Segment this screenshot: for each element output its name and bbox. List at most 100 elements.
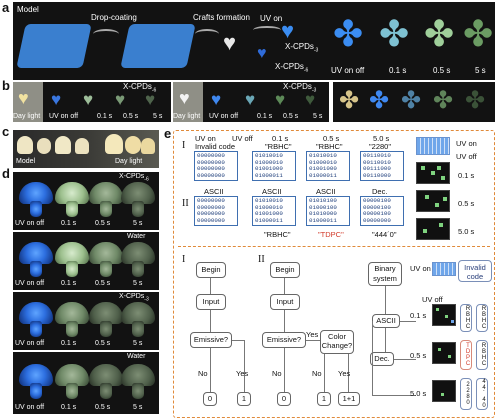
clover-0-5-b3-icon: ✤: [433, 87, 454, 114]
panel-d-row-2: Water UV on off 0.1 s 0.5 s 5 s: [13, 232, 159, 290]
flow-roman-1: I: [182, 254, 186, 265]
tree-invalid-code: Invalid code: [458, 260, 492, 282]
figure-3-icon: [55, 136, 71, 154]
heart-0-5-b1-icon: ♥: [115, 90, 126, 109]
flow2-yes-1: Yes: [306, 330, 319, 339]
tree-rbhc-col-3: RBHC: [476, 340, 488, 370]
panel-a-image: Model Drop-coating Crafts formation ♥ UV…: [13, 2, 495, 80]
flow1-emissive: Emissive?: [190, 332, 232, 348]
white-heart-icon: ♥: [223, 30, 237, 55]
head-uv-off: UV off: [232, 134, 253, 143]
panel-b-right: ✤ ✤ ✤ ✤ ✤: [333, 82, 495, 122]
head-rbhc-2: "RBHC": [316, 142, 343, 151]
time-5-label-b2: 5 s: [313, 113, 323, 120]
panel-b-left: ♥ ♥ ♥ ♥ ♥ X-CPDs-6 Day light UV on off 0…: [13, 82, 171, 122]
bin-box-r2-c1: 00000000 00000000 00000000 00000000: [194, 196, 238, 226]
panel-d-row-3: X-CPDs-3 UV on off 0.1 s 0.5 s 5 s: [13, 292, 159, 350]
flow1-no: No: [198, 369, 208, 378]
mold-plate-2: [120, 24, 196, 68]
clover-uv-on-icon: ✤: [333, 13, 364, 54]
uv-on-off-label-d3: UV on off: [15, 340, 45, 347]
grid-5-0s: [416, 218, 450, 240]
flow2-out-1-plus-1: 1+1: [338, 392, 360, 406]
time-0-1-label-d4: 0.1 s: [61, 404, 77, 411]
heart-5-b1-icon: ♥: [145, 90, 156, 109]
tree-uv-off: UV off: [422, 295, 443, 304]
panel-d-row-4: Water UV on off 0.1 s 0.5 s 5 s: [13, 352, 159, 414]
right-uv-on: UV on: [456, 139, 477, 148]
tree-dec-col-1: 2280: [460, 378, 472, 410]
clover-0-1-b3-icon: ✤: [401, 87, 422, 114]
blue-heart-icon: ♥: [281, 18, 295, 43]
row-2-tag: Water: [127, 233, 146, 240]
flow2-line-e: [324, 354, 325, 392]
figure-2-icon: [37, 138, 51, 154]
tree-grid-0-1s: [432, 304, 456, 326]
row2-head-ascii-1: ASCII: [204, 187, 224, 196]
flow2-line-d: [306, 340, 320, 341]
heart-0-1-b1-icon: ♥: [83, 90, 94, 109]
flow-roman-2: II: [258, 254, 265, 265]
dec-box: Dec.: [370, 352, 394, 366]
model-label-c: Model: [16, 158, 36, 165]
time-0-5-label-d4: 0.5 s: [95, 404, 111, 411]
clover-uv-b3-icon: ✤: [369, 87, 390, 114]
time-0-1-label-d2: 0.1 s: [61, 280, 77, 287]
x-cpds-3-tag-b: X-CPDs-3: [283, 82, 317, 94]
head-invalid-code: Invalid code: [195, 142, 236, 151]
bin-box-r1-c2: 01010010 01000010 01001000 01000011: [252, 151, 296, 181]
flow1-out-0: 0: [203, 392, 217, 406]
panel-c-image: Model Day light: [13, 130, 159, 168]
right-0-1s: 0.1 s: [458, 171, 475, 180]
flow2-color-change: Color Change?: [320, 330, 354, 354]
time-0-5-label-d2: 0.5 s: [95, 280, 111, 287]
row2-foot-4440: "444´0": [372, 230, 397, 239]
head-0-1s: 0.1 s: [272, 134, 289, 143]
time-5-label-b: 5 s: [153, 113, 163, 120]
flow2-line-c: [284, 348, 285, 392]
tree-tdpc-col: TDPC: [460, 340, 472, 370]
flow1-line-a: [210, 278, 211, 294]
uv-on-off-label-d1: UV on off: [15, 220, 45, 227]
flow1-input: Input: [196, 294, 226, 310]
tree-0-1s: 0.1 s: [410, 311, 427, 320]
bin-box-r2-c3: 01010100 01000100 01010000 01000011: [306, 196, 350, 226]
tree-line-d: [400, 321, 416, 322]
tree-uv-on-grid: [432, 262, 456, 276]
heart-uv-on-b2-icon: ♥: [211, 90, 222, 109]
uv-on-label: UV on: [260, 14, 283, 23]
panel-b-middle: ♥ ♥ ♥ ♥ ♥ X-CPDs-3 Day light UV on off 0…: [173, 82, 329, 122]
tree-rbhc-col-2: RBHC: [476, 304, 488, 332]
time-0-5-label-b2: 0.5 s: [283, 113, 299, 120]
time-0-1-label-b: 0.1 s: [97, 113, 113, 120]
right-5-0s: 5.0 s: [458, 227, 475, 236]
ascii-box: ASCII: [372, 314, 400, 328]
heart-0-5-b2-icon: ♥: [275, 90, 286, 109]
panel-e-divider: [178, 246, 490, 247]
figure-4-icon: [75, 138, 89, 154]
flow1-line-e: [244, 340, 245, 392]
heart-5-b2-icon: ♥: [305, 90, 316, 109]
day-light-label-b: Day light: [13, 113, 41, 120]
figure-5-icon: [105, 134, 123, 154]
binary-system-box: Binary system: [368, 262, 402, 286]
panel-label-a: a: [2, 0, 10, 15]
panel-label-c: c: [2, 124, 10, 139]
time-5-label-d1: 5 s: [133, 220, 143, 227]
bin-box-r2-c4: 00000100 00000100 00000100 00000000: [360, 196, 404, 226]
tree-grid-5-0s: [432, 380, 456, 402]
time-5-label-a: 5 s: [475, 66, 486, 75]
daylight-heart-swatch-2: [173, 82, 203, 122]
flow1-out-1: 1: [237, 392, 251, 406]
mold-plate-1: [16, 24, 92, 68]
day-light-label-b2: Day light: [173, 113, 201, 120]
clover-daylight-b3-icon: ✤: [339, 87, 360, 114]
head-uv-on: UV on: [195, 134, 216, 143]
row-4-tag: Water: [127, 353, 146, 360]
row-1-tag: X-CPDs-6: [119, 173, 149, 183]
crafts-formation-label: Crafts formation: [193, 13, 250, 22]
arrow-1-icon: [93, 29, 119, 39]
clover-5s-icon: ✤: [463, 13, 494, 54]
x-cpds-6-label: X-CPDs-6: [275, 62, 309, 74]
flow1-line-d: [232, 340, 244, 341]
